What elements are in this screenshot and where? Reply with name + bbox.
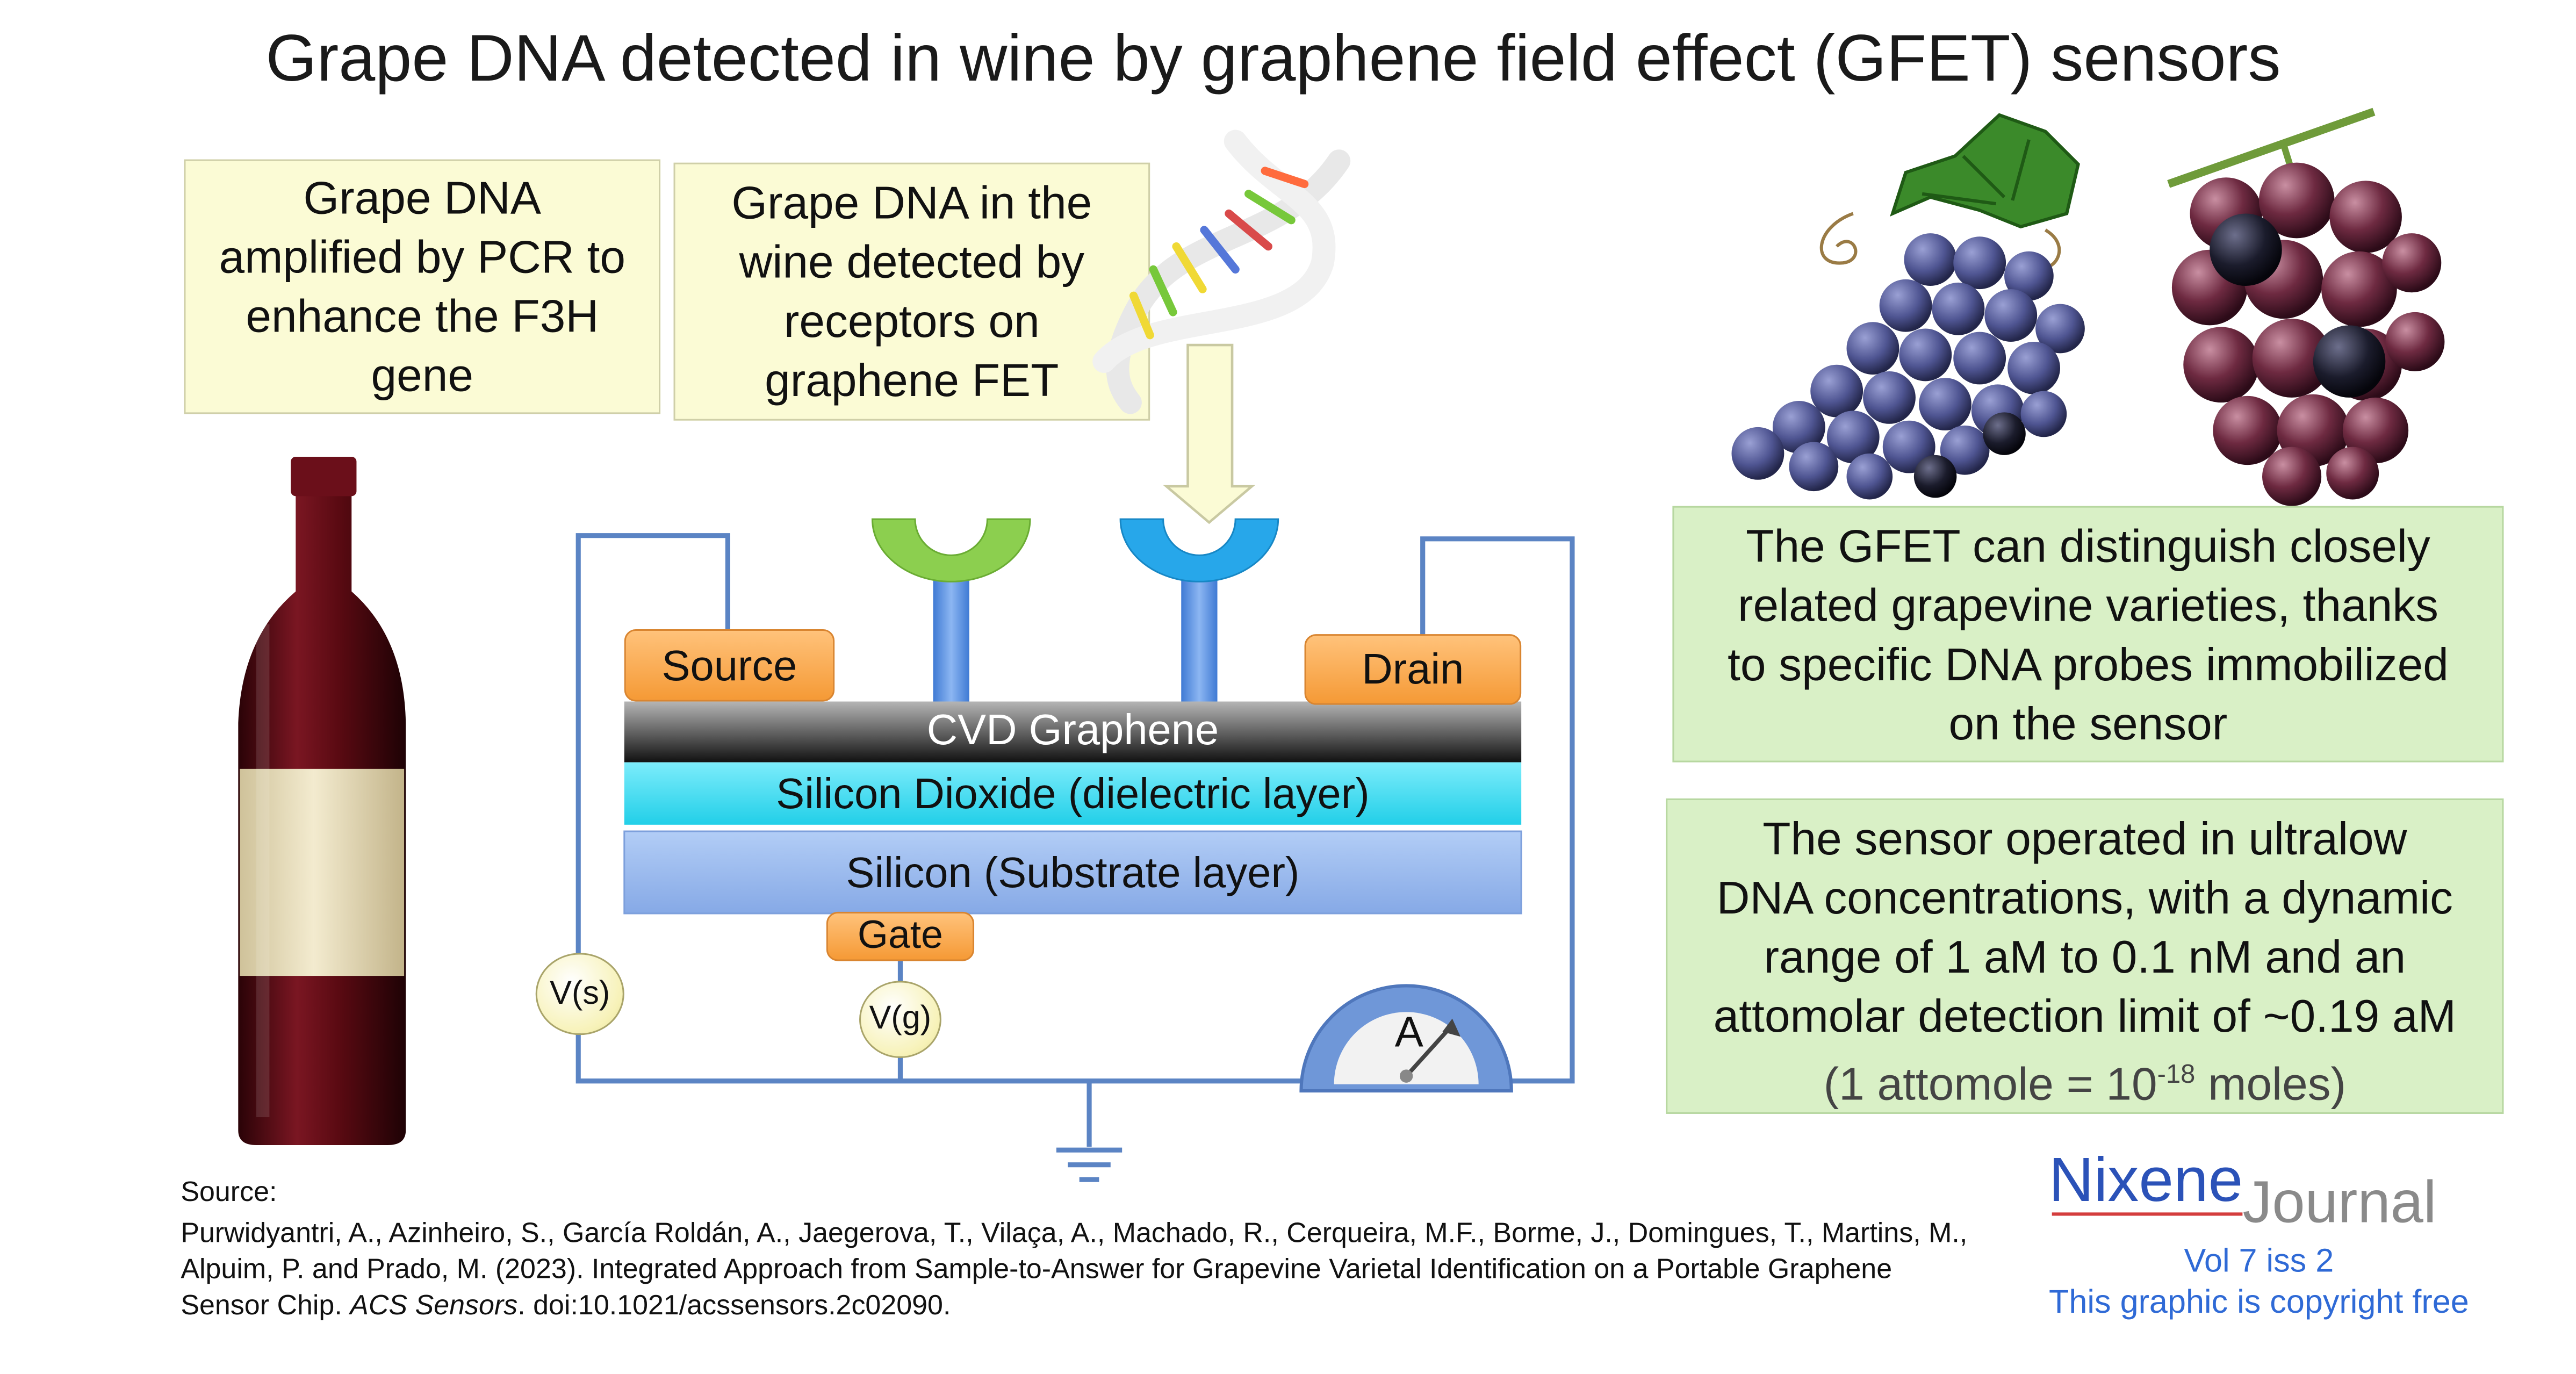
ground-icon [1056, 1147, 1122, 1182]
volume-issue: Vol 7 iss 2 [2184, 1243, 2334, 1280]
detection-note-line: graphene FET [765, 354, 1059, 405]
pcr-note-line: amplified by PCR to [219, 231, 626, 282]
source-voltage-meter: V(s) [535, 953, 624, 1035]
source-heading: Source: [181, 1176, 277, 1208]
pcr-note: Grape DNA amplified by PCR to enhance th… [184, 159, 661, 414]
source-citation: Purwidyantri, A., Azinheiro, S., García … [181, 1215, 1971, 1324]
detection-note-line: receptors on [783, 294, 1040, 346]
varieties-fact-box: The GFET can distinguish closely related… [1672, 506, 2504, 762]
citation-journal: ACS Sensors [350, 1290, 518, 1321]
dioxide-layer-label: Silicon Dioxide (dielectric layer) [776, 768, 1370, 818]
down-arrow-icon [1163, 343, 1255, 524]
sensitivity-fact-line: The sensor operated in ultralow [1762, 813, 2407, 865]
detection-note-line: wine detected by [739, 235, 1085, 287]
graphene-layer-label: CVD Graphene [926, 704, 1219, 753]
citation-doi: . doi:10.1021/acssensors.2c02090. [517, 1290, 951, 1321]
wine-bottle-icon [238, 456, 406, 1146]
sensitivity-fact-line: DNA concentrations, with a dynamic [1716, 872, 2453, 924]
attomole-note-suffix: moles) [2195, 1058, 2347, 1110]
pcr-note-line: gene [371, 349, 473, 400]
dna-helix-icon [1092, 130, 1351, 414]
gate-electrode: Gate [826, 911, 975, 961]
logo-underline [2052, 1212, 2243, 1215]
sensitivity-fact-line: range of 1 aM to 0.1 nM and an [1764, 931, 2406, 983]
drain-electrode: Drain [1304, 634, 1522, 705]
source-electrode: Source [624, 629, 835, 702]
varieties-fact-line: to specific DNA probes immobilized [1728, 639, 2449, 690]
attomole-note-exponent: -18 [2157, 1061, 2196, 1090]
receptor-blue-icon [1119, 518, 1279, 703]
sensitivity-fact-box: The sensor operated in ultralow DNA conc… [1666, 798, 2504, 1114]
attomole-note-prefix: (1 attomole = 10 [1823, 1058, 2157, 1110]
circuit-wires [575, 533, 1575, 1147]
pcr-note-line: Grape DNA [303, 171, 541, 223]
journal-logo-text: Journal [2242, 1168, 2437, 1236]
receptor-green-icon [871, 518, 1031, 703]
ammeter-label: A [1394, 1007, 1423, 1056]
red-grape-bunch-icon [2167, 107, 2445, 506]
ammeter-icon [1299, 984, 1513, 1093]
varieties-fact-line: on the sensor [1948, 698, 2228, 750]
attomole-note: (1 attomole = 10-18 moles) [1684, 1047, 2486, 1114]
citation-authors: Purwidyantri, A., Azinheiro, S., García … [181, 1217, 1968, 1321]
detection-note-line: Grape DNA in the [731, 176, 1092, 228]
page-title: Grape DNA detected in wine by graphene f… [265, 23, 2281, 96]
silicon-layer-label: Silicon (Substrate layer) [846, 847, 1300, 896]
blue-grape-bunch-icon [1731, 113, 2085, 500]
varieties-fact-line: The GFET can distinguish closely [1746, 521, 2430, 572]
pcr-note-line: enhance the F3H [246, 290, 599, 341]
gate-voltage-meter: V(g) [859, 981, 941, 1058]
nixene-logo: Nixene [2048, 1147, 2243, 1216]
varieties-fact-line: related grapevine varieties, thanks [1738, 580, 2438, 631]
copyright-note: This graphic is copyright free [2049, 1284, 2469, 1321]
sensitivity-fact-line: attomolar detection limit of ~0.19 aM [1713, 990, 2457, 1042]
